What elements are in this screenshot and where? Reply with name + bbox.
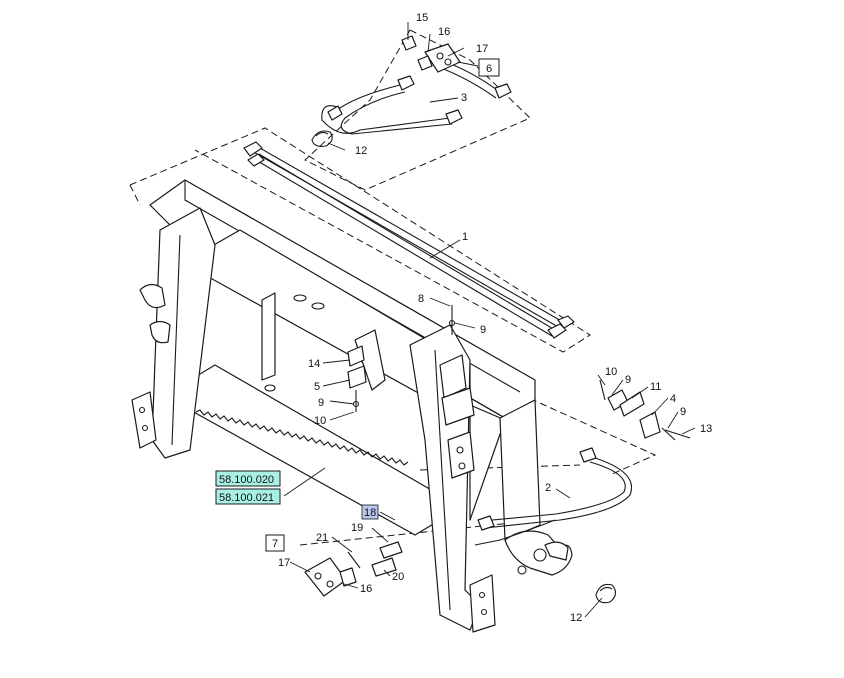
callout-12-bottom: 12 [570,612,582,624]
callout-10-b: 10 [605,366,617,378]
callout-13: 13 [700,423,712,435]
part-right-brackets [599,379,691,441]
reference-58-100-020[interactable]: 58.100.020 [219,474,274,486]
dashed-outline-tubes [129,127,591,353]
callout-5: 5 [314,381,320,393]
callout-14: 14 [308,358,320,370]
part-clamp-stack-left [347,305,456,412]
callout-11: 11 [650,381,661,393]
part-lower-manifold [304,557,357,597]
dashed-outline-top-hose [304,29,531,191]
reference-58-100-021[interactable]: 58.100.021 [219,492,274,504]
hitch-assembly [504,530,573,576]
callout-6-box [478,58,500,77]
part-tubes [243,141,575,339]
callout-7: 7 [272,538,278,550]
part-upper-hoses [321,59,512,135]
callout-19: 19 [351,522,363,534]
callout-16-bottom: 16 [360,583,372,595]
callout-2: 2 [545,482,551,494]
callout-9-a: 9 [480,324,486,336]
callout-6: 6 [486,63,492,75]
callout-17-bottom: 17 [278,557,290,569]
callout-1: 1 [462,231,468,243]
callout-7-box [265,534,285,552]
callout-9-d: 9 [680,406,686,418]
part-clamp-bottom [595,583,617,604]
callout-9-c: 9 [625,374,631,386]
callout-4: 4 [670,393,676,405]
callout-17-top: 17 [476,43,488,55]
callout-21: 21 [316,532,328,544]
callout-9-b: 9 [318,397,324,409]
main-frame [131,179,541,633]
callout-12-top: 12 [355,145,367,157]
callout-10-a: 10 [314,415,326,427]
callout-8: 8 [418,293,424,305]
callout-16-top: 16 [438,26,450,38]
reference-box-1 [215,470,281,487]
callout-20: 20 [392,571,404,583]
part-clamp-top [311,130,333,147]
callout-labels: 15 16 17 6 3 12 1 8 9 14 5 9 10 10 9 11 … [215,12,712,624]
callout-18-highlight [361,504,379,520]
callout-15: 15 [416,12,428,24]
part-top-manifold [401,35,461,73]
leader-lines [283,22,696,618]
part-fittings [347,541,403,577]
part-lower-hoses [474,447,632,546]
callout-18[interactable]: 18 [364,507,376,519]
reference-box-2 [215,488,281,505]
callout-3: 3 [461,92,467,104]
